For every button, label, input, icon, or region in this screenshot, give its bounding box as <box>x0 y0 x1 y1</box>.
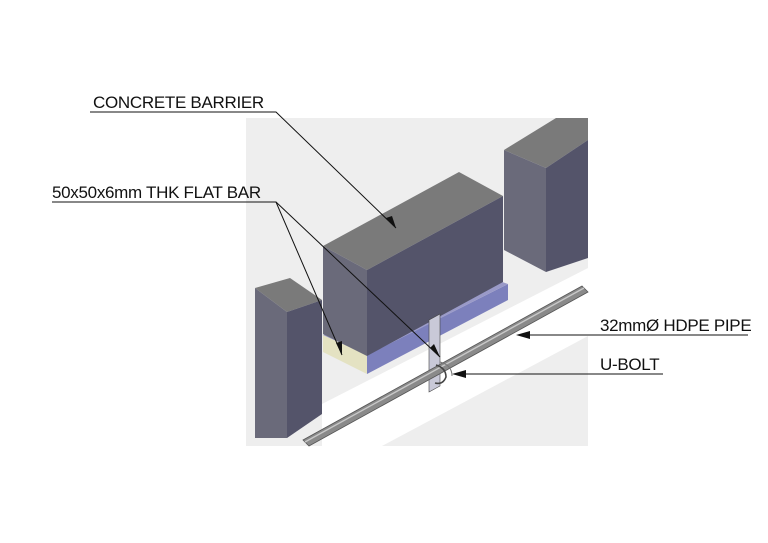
label-flat-bar: 50x50x6mm THK FLAT BAR <box>52 183 261 202</box>
leader-lines <box>52 111 748 378</box>
label-u-bolt: U-BOLT <box>600 355 659 374</box>
label-concrete-barrier: CONCRETE BARRIER <box>93 93 264 112</box>
bracket-plate <box>428 313 441 393</box>
left-concrete-block <box>255 278 322 438</box>
label-hdpe-pipe: 32mmØ HDPE PIPE <box>600 316 751 335</box>
hdpe-pipe <box>302 285 589 447</box>
u-bolt <box>434 361 453 385</box>
main-concrete-block <box>323 172 503 356</box>
right-concrete-block <box>504 118 588 272</box>
